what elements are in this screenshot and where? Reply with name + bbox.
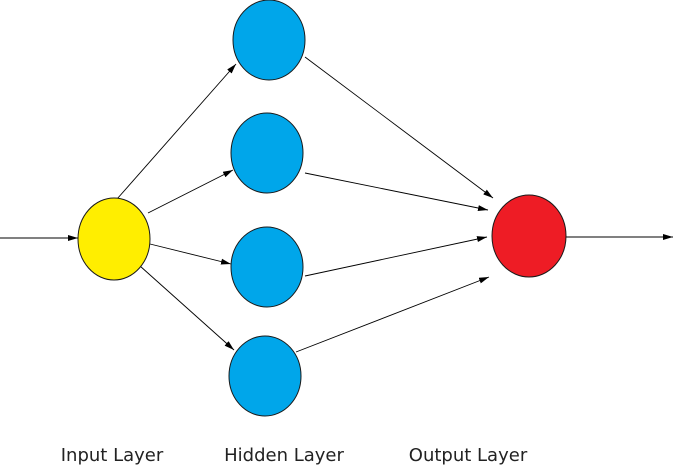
hidden-node-2 <box>230 112 304 194</box>
edges <box>0 56 673 353</box>
hidden-node-4 <box>228 335 302 417</box>
edge-input-hidden-2 <box>147 169 234 214</box>
hidden-node-1 <box>232 0 306 81</box>
input-layer-label: Input Layer <box>61 445 164 466</box>
edge-input-hidden-4 <box>139 265 235 351</box>
layer-labels: Input Layer Hidden Layer Output Layer <box>61 445 528 466</box>
edge-hidden-3-output <box>304 236 488 277</box>
hidden-node-3 <box>230 226 304 308</box>
edge-hidden-2-output <box>304 172 489 211</box>
nodes <box>77 0 567 417</box>
edge-hidden-1-output <box>304 56 494 199</box>
edge-input-hidden-1 <box>116 63 237 200</box>
output-layer-label: Output Layer <box>409 445 528 466</box>
edge-input-hidden-3 <box>149 243 232 265</box>
output-node <box>491 194 567 278</box>
input-node <box>77 197 151 281</box>
edge-hidden-4-output <box>295 276 490 353</box>
hidden-layer-label: Hidden Layer <box>224 445 344 466</box>
